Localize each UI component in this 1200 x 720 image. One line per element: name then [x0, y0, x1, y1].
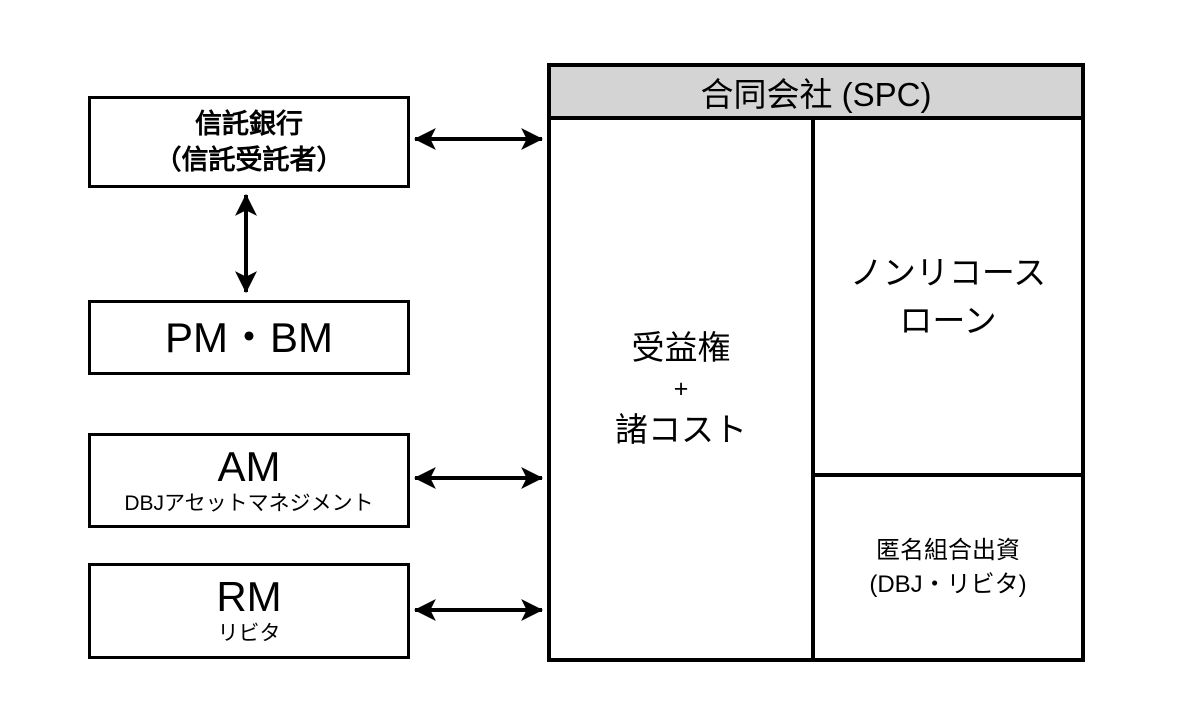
- am-label: AM: [217, 442, 281, 490]
- rm-label: RM: [216, 573, 282, 620]
- spc-beneficiary-cell: 受益権 + 諸コスト: [551, 120, 815, 658]
- spc-header-label: 合同会社 (SPC): [700, 75, 932, 113]
- pm-bm-label: PM・BM: [164, 313, 333, 361]
- spc-header: 合同会社 (SPC): [551, 67, 1081, 120]
- spc-body: 受益権 + 諸コスト ノンリコース ローン 匿名組合出資 (DBJ・リビタ): [551, 120, 1081, 658]
- box-am: AM DBJアセットマネジメント: [88, 433, 410, 528]
- spc-right-column: ノンリコース ローン 匿名組合出資 (DBJ・リビタ): [815, 120, 1081, 658]
- beneficiary-line2: 諸コスト: [615, 411, 747, 448]
- spc-loan-cell: ノンリコース ローン: [815, 120, 1081, 477]
- spc-box: 合同会社 (SPC) 受益権 + 諸コスト ノンリコース ローン 匿名組合出資 …: [547, 63, 1085, 662]
- loan-line1: ノンリコース: [849, 253, 1047, 291]
- loan-line2: ローン: [899, 301, 997, 339]
- beneficiary-line1: 受益権: [631, 329, 731, 366]
- trust-bank-title: 信託銀行: [195, 109, 303, 139]
- box-trust-bank: 信託銀行 （信託受託者）: [88, 96, 410, 188]
- box-pm-bm: PM・BM: [88, 300, 410, 375]
- plus-sign: +: [673, 375, 689, 403]
- tk-equity-line1: 匿名組合出資: [876, 536, 1020, 564]
- spc-tk-equity-cell: 匿名組合出資 (DBJ・リビタ): [815, 477, 1081, 658]
- box-rm: RM リビタ: [88, 563, 410, 659]
- am-subtitle: DBJアセットマネジメント: [124, 491, 374, 515]
- trust-bank-subtitle: （信託受託者）: [154, 145, 344, 175]
- rm-subtitle: リビタ: [217, 622, 281, 645]
- tk-equity-line2: (DBJ・リビタ): [869, 570, 1027, 598]
